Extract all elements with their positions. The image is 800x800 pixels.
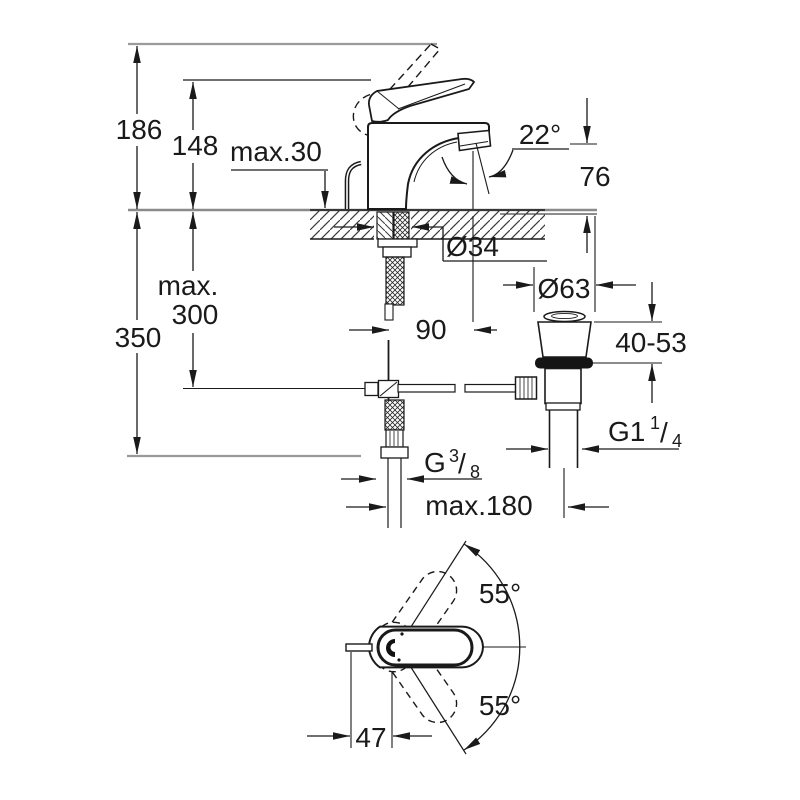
thread-g38-slash: /	[458, 448, 466, 479]
flex-hose-lower	[384, 399, 405, 431]
countertop-section	[310, 211, 545, 258]
top-view-dot	[397, 658, 401, 662]
dim-angle-55-upper-label: 55°	[479, 578, 521, 609]
valve-head	[537, 321, 592, 358]
valve-flange	[535, 357, 593, 369]
top-view-dot	[400, 632, 404, 636]
dimension-labels: 186 148 max.30 22° 76 Ø34 max. 300 350 9…	[115, 114, 687, 753]
dim-dia-63-label: Ø63	[538, 273, 591, 304]
popup-waste-valve	[514, 310, 593, 518]
dim-47-label: 47	[355, 722, 386, 753]
top-view-pull-rod	[345, 643, 373, 652]
aerator	[457, 129, 492, 152]
dim-max-word-label: max.	[158, 270, 219, 301]
dim-height-76-label: 76	[579, 161, 610, 192]
dim-range-40-53-label: 40-53	[615, 327, 687, 358]
rod-clamp-detail	[379, 381, 398, 397]
horizontal-rod-left	[397, 383, 456, 393]
dim-max-180-label: max.180	[425, 490, 532, 521]
thread-g114-sub: 4	[672, 431, 682, 451]
thread-g114-label: G1	[608, 416, 645, 447]
aerator-detail	[459, 141, 489, 147]
stream-angle-line	[475, 142, 490, 195]
shank-threaded	[393, 211, 410, 240]
g38-nut	[380, 446, 409, 459]
thread-g38-sup: 3	[449, 446, 459, 466]
thread-g114-slash: /	[660, 417, 668, 448]
dim-deck-max30-label: max.30	[230, 136, 322, 167]
mounting-nut	[382, 246, 412, 258]
hose-tube	[384, 303, 394, 321]
supply-hose-assembly	[364, 256, 517, 528]
dim-angle-22-label: 22°	[519, 119, 561, 150]
dimension-lines	[133, 46, 679, 511]
faucet-body-contour	[413, 141, 458, 183]
pull-rod-knob-inner	[346, 162, 362, 209]
valve-cap-rim	[551, 312, 578, 320]
valve-body	[544, 367, 582, 405]
flex-hose-upper	[385, 256, 405, 306]
handle-detail-line	[376, 90, 400, 110]
top-view-handle	[376, 628, 474, 667]
top-view-cartridge-mark	[386, 639, 395, 657]
dim-350-label: 350	[115, 322, 162, 353]
handle-ridge-line	[397, 83, 466, 110]
dim-projection-90-label: 90	[415, 314, 446, 345]
horizontal-rod-right	[464, 383, 517, 393]
top-view	[307, 540, 526, 755]
shank-wedge	[376, 211, 394, 240]
dim-height-186-label: 186	[116, 114, 163, 145]
dim-angle-55-lower-label: 55°	[479, 690, 521, 721]
thread-g114-sup: 1	[650, 413, 660, 433]
thread-g38-label: G	[424, 447, 446, 478]
reference-lines	[127, 42, 662, 458]
mounting-washer	[377, 238, 418, 248]
deck-hatch-left	[310, 211, 374, 239]
rod-end-block	[364, 381, 379, 397]
dim-300-label: 300	[172, 299, 219, 330]
valve-knurled-knob	[514, 376, 538, 400]
deck-hatch-right	[411, 211, 545, 239]
faucet-side-view	[344, 43, 492, 322]
dim-height-148-label: 148	[172, 130, 219, 161]
hose-fitting	[385, 429, 404, 448]
valve-nut-band	[545, 402, 581, 411]
thread-g38-sub: 8	[470, 462, 480, 482]
dim-dia-34-label: Ø34	[446, 231, 499, 262]
